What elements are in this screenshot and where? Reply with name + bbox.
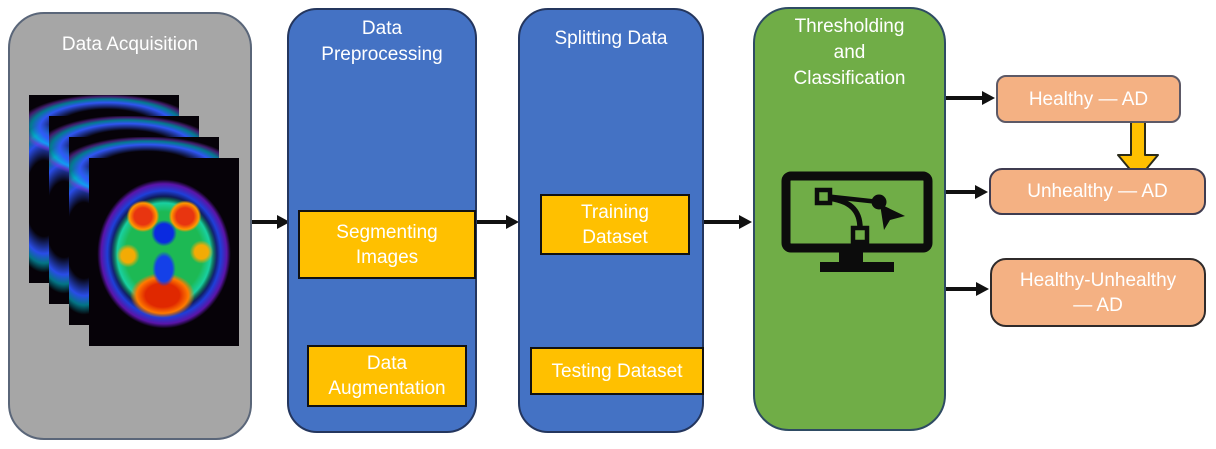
stage-title-data-acquisition: Data Acquisition bbox=[61, 34, 199, 55]
arrow-classification-to-healthy-unhealthy bbox=[945, 282, 989, 296]
output-healthy-unhealthy-ad: Healthy-Unhealthy — AD bbox=[990, 258, 1206, 327]
bezier-pen-glyph bbox=[814, 187, 905, 245]
arrow-splitting-to-classification bbox=[704, 215, 752, 229]
monitor-neck bbox=[839, 251, 863, 264]
output-label: Healthy — AD bbox=[1028, 88, 1149, 110]
stage-title-thresholding-classification: Thresholding and Classification bbox=[793, 16, 906, 89]
step-testing-dataset: Testing Dataset bbox=[530, 347, 704, 395]
stage-data-acquisition: Data Acquisition bbox=[8, 12, 252, 440]
step-label: Data Augmentation bbox=[328, 353, 446, 399]
pet-brain-scan-stack bbox=[29, 95, 241, 347]
output-label: Unhealthy — AD bbox=[1027, 181, 1168, 202]
stage-data-preprocessing: Data Preprocessing Segmenting Images Dat… bbox=[287, 8, 693, 433]
output-label: Healthy-Unhealthy — AD bbox=[1019, 269, 1177, 316]
arrow-classification-to-healthy bbox=[945, 91, 995, 105]
output-healthy-ad: Healthy — AD bbox=[996, 75, 1181, 123]
stage-thresholding-classification: Thresholding and Classification bbox=[753, 7, 946, 431]
step-segmenting-images: Segmenting Images bbox=[298, 210, 476, 279]
step-training-dataset: Training Dataset bbox=[540, 194, 690, 255]
monitor-with-bezier-pen-icon bbox=[781, 171, 933, 272]
arrow-classification-to-unhealthy bbox=[945, 185, 988, 199]
step-label: Segmenting Images bbox=[336, 221, 438, 268]
arrow-preprocessing-to-splitting bbox=[477, 215, 519, 229]
stage-splitting-data: Splitting Data Training Dataset Testing … bbox=[518, 8, 1159, 433]
monitor-frame bbox=[781, 171, 933, 253]
step-label: Testing Dataset bbox=[551, 360, 683, 382]
stage-title-splitting-data: Splitting Data bbox=[554, 28, 668, 49]
step-data-augmentation: Data Augmentation bbox=[307, 345, 467, 407]
output-unhealthy-ad: Unhealthy — AD bbox=[989, 168, 1206, 215]
step-label: Training Dataset bbox=[581, 201, 649, 248]
arrow-acquisition-to-preprocessing bbox=[250, 215, 290, 229]
stage-title-data-preprocessing: Data Preprocessing bbox=[321, 18, 443, 65]
brain-scan-image-front bbox=[89, 158, 239, 346]
monitor-base bbox=[820, 262, 894, 272]
